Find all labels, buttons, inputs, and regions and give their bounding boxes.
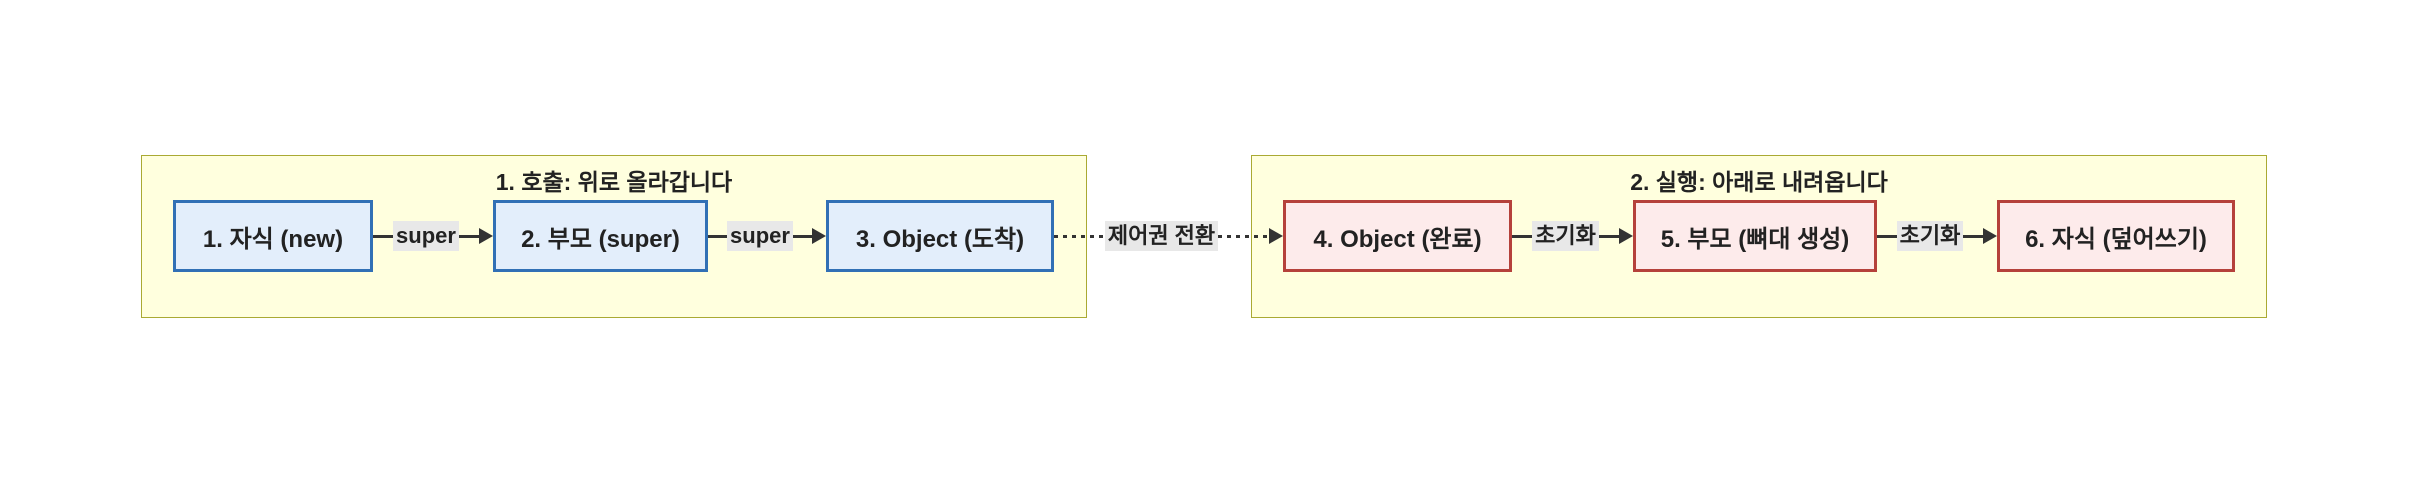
edge-super-2: super bbox=[708, 221, 827, 251]
edge-label-super-2: super bbox=[727, 221, 793, 251]
arrowhead-icon bbox=[1269, 228, 1284, 244]
arrowhead-icon bbox=[1619, 228, 1634, 244]
edge-label-control-transfer: 제어권 전환 bbox=[1104, 221, 1219, 251]
edge-label-init-1: 초기화 bbox=[1532, 221, 1599, 251]
node-object-done: 4. Object (완료) bbox=[1283, 200, 1512, 272]
edge-line bbox=[1963, 234, 1984, 238]
edge-line bbox=[708, 234, 728, 238]
node-object-arrive: 3. Object (도착) bbox=[826, 200, 1054, 272]
edge-line bbox=[1598, 234, 1620, 238]
edge-control-transfer: 제어권 전환 bbox=[1054, 221, 1284, 251]
edge-line bbox=[1877, 234, 1897, 238]
node-child-override: 6. 자식 (덮어쓰기) bbox=[1997, 200, 2235, 272]
node-parent-super: 2. 부모 (super) bbox=[493, 200, 708, 272]
group-call-title: 1. 호출: 위로 올라갑니다 bbox=[495, 169, 733, 195]
edge-line-dotted bbox=[1218, 234, 1270, 238]
edge-line bbox=[792, 234, 813, 238]
arrowhead-icon bbox=[1983, 228, 1998, 244]
group-exec-title: 2. 실행: 아래로 내려옵니다 bbox=[1630, 169, 1888, 195]
node-parent-skeleton: 5. 부모 (뼈대 생성) bbox=[1633, 200, 1877, 272]
edge-init-1: 초기화 bbox=[1512, 221, 1634, 251]
edge-line bbox=[373, 234, 394, 238]
arrowhead-icon bbox=[479, 228, 494, 244]
node-child-new: 1. 자식 (new) bbox=[173, 200, 373, 272]
edge-label-init-2: 초기화 bbox=[1896, 221, 1964, 251]
edge-line bbox=[458, 234, 480, 238]
edge-line-dotted bbox=[1054, 234, 1105, 238]
arrowhead-icon bbox=[812, 228, 827, 244]
edge-line bbox=[1512, 234, 1533, 238]
edge-label-super-1: super bbox=[393, 221, 459, 251]
edge-init-2: 초기화 bbox=[1877, 221, 1998, 251]
edge-super-1: super bbox=[373, 221, 494, 251]
